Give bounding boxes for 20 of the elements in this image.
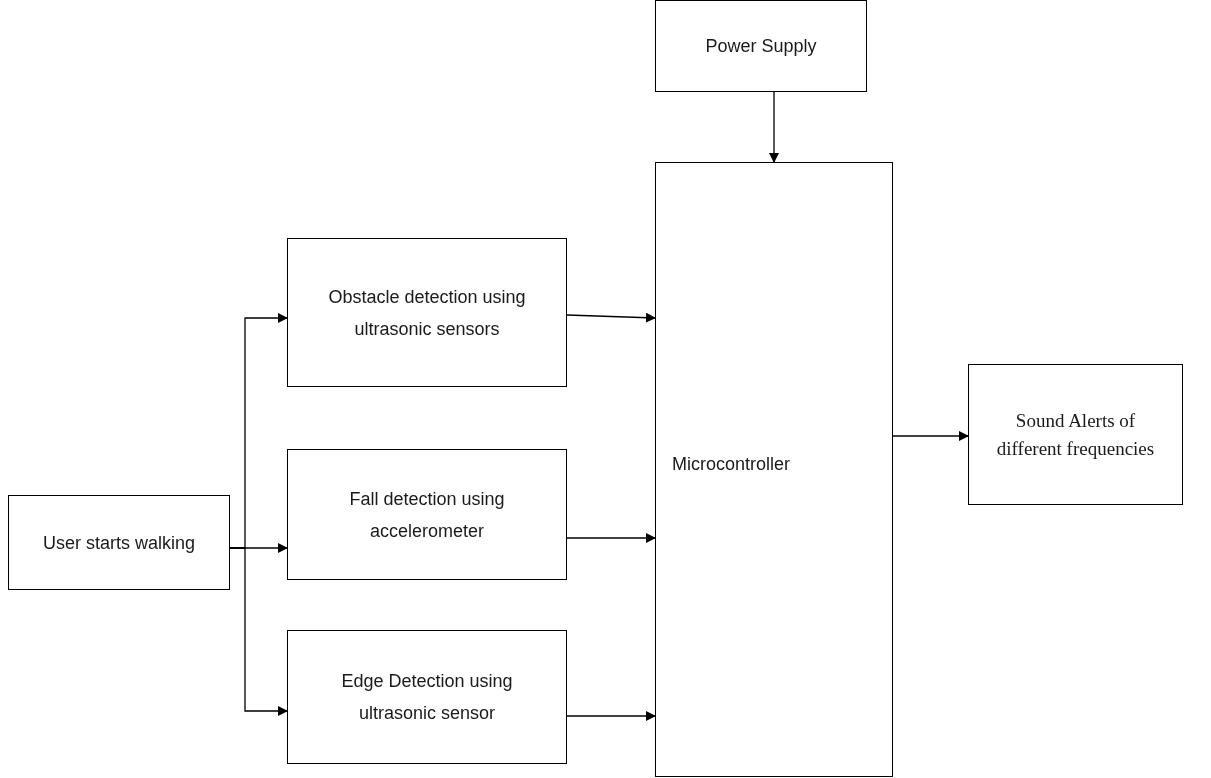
arrow [229, 547, 288, 716]
arrow [566, 711, 656, 721]
arrow [892, 431, 969, 441]
process-box [287, 630, 567, 764]
process-box [8, 495, 230, 590]
arrow [769, 91, 779, 163]
process-box [655, 0, 867, 92]
box-label: Power Supply [705, 34, 817, 58]
box-label: Edge Detection using ultrasonic sensor [340, 670, 514, 725]
box-label: User starts walking [42, 531, 195, 555]
arrow [566, 312, 656, 323]
process-box [287, 449, 567, 580]
box-label: Obstacle detection using ultrasonic sensors [327, 285, 527, 341]
process-box [968, 364, 1183, 505]
box-label: Fall detection using accelerometer [348, 487, 506, 543]
box-label: Sound Alerts of different frequencies [995, 408, 1156, 461]
process-box [287, 238, 567, 387]
arrow [566, 533, 656, 543]
process-box [655, 162, 893, 777]
box-label: Microcontroller [672, 453, 791, 476]
